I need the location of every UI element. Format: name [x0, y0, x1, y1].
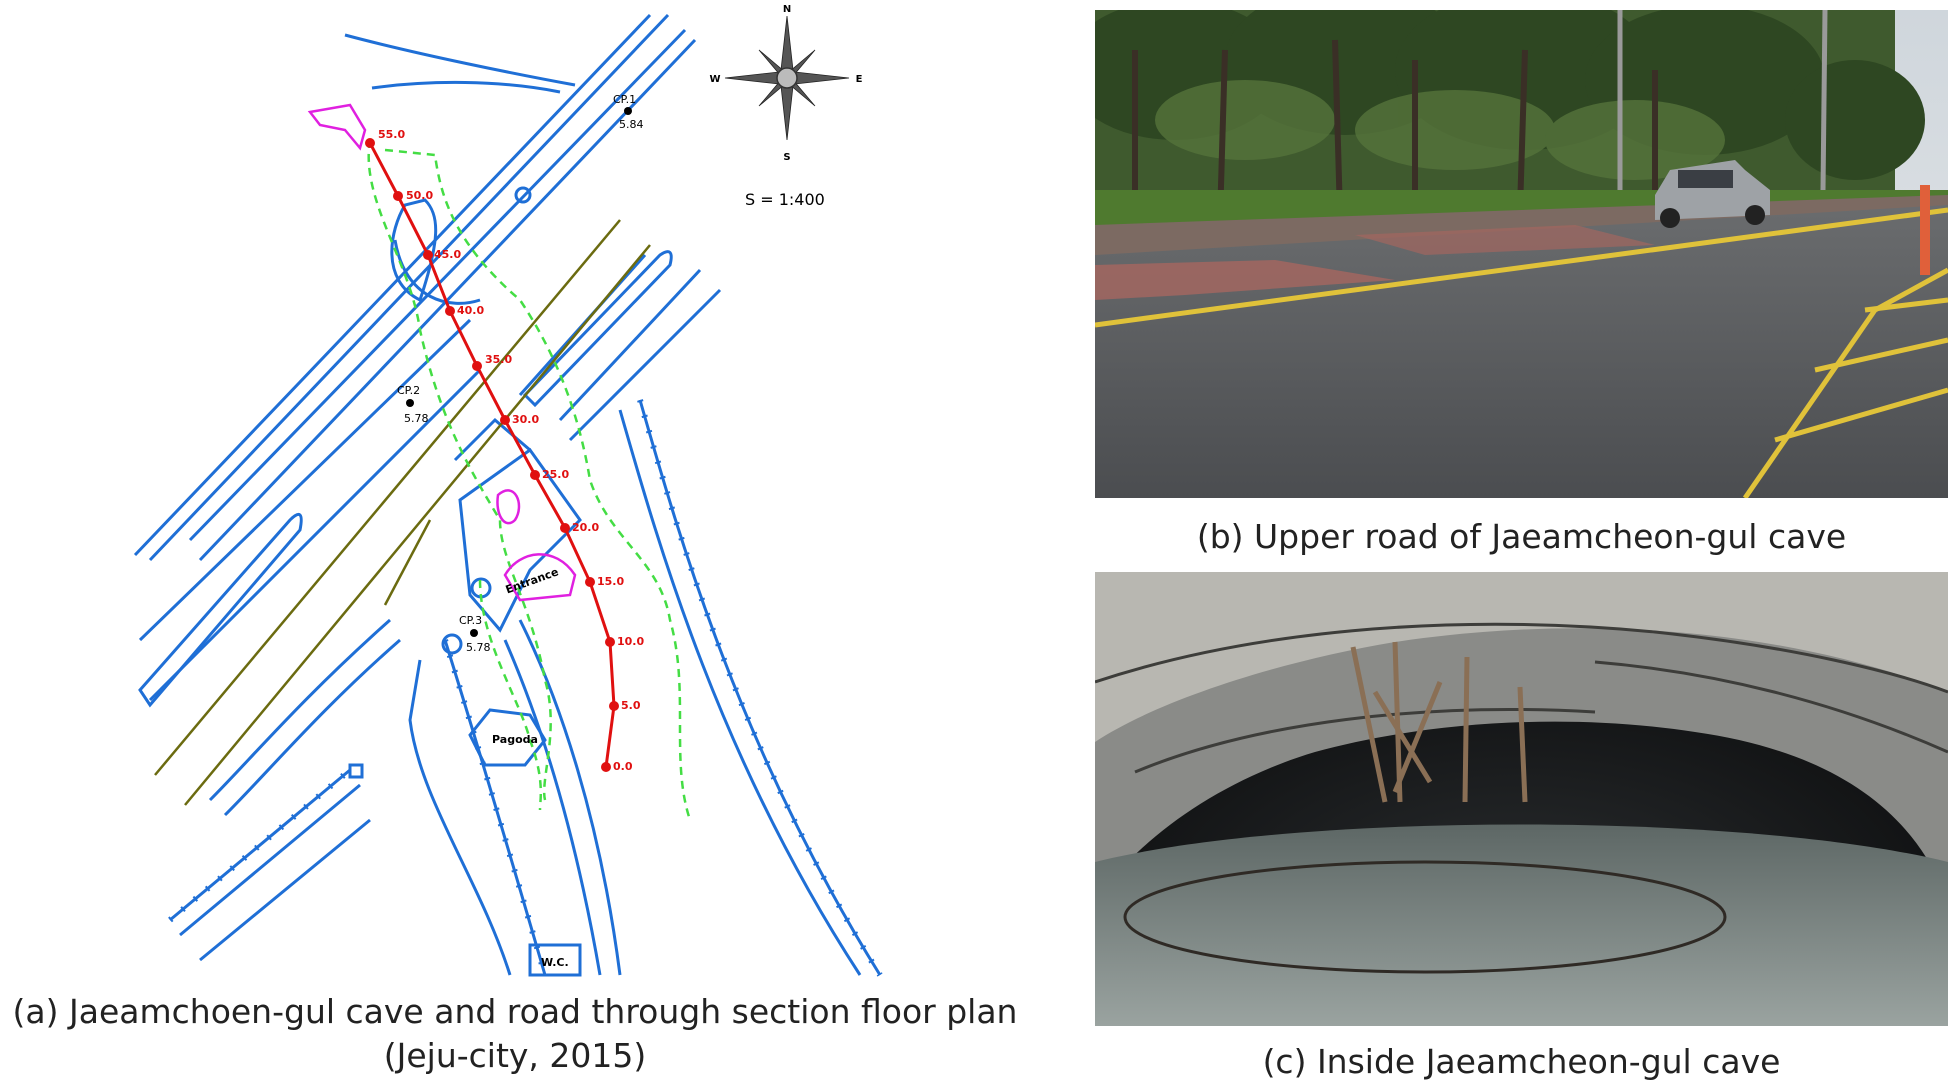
- survey-station-label: 25.0: [542, 468, 569, 481]
- control-point-value: 5.78: [466, 641, 491, 654]
- caption-a-line1: (a) Jaeamchoen-gul cave and road through…: [12, 992, 1018, 1031]
- floor-plan-map: 55.0 50.0 45.0 40.0 35.0 30.0 25.0 20.0 …: [0, 0, 1070, 980]
- car-shape: [1655, 160, 1770, 228]
- survey-station-marker: [423, 250, 433, 260]
- caption-a: (a) Jaeamchoen-gul cave and road through…: [0, 990, 1030, 1078]
- road-boundary-marks: [168, 399, 883, 977]
- survey-station-label: 55.0: [378, 128, 405, 141]
- survey-line: 55.0 50.0 45.0 40.0 35.0 30.0 25.0 20.0 …: [365, 128, 644, 773]
- survey-station-label: 30.0: [512, 413, 539, 426]
- survey-station-marker: [393, 191, 403, 201]
- cave-outline: [367, 139, 692, 821]
- control-point-marker: [470, 629, 478, 637]
- scale-label: S = 1:400: [745, 190, 825, 209]
- control-point-value: 5.78: [404, 412, 429, 425]
- compass-south-label: S: [783, 152, 790, 163]
- survey-station-label: 40.0: [457, 304, 484, 317]
- caption-b: (b) Upper road of Jaeamcheon-gul cave: [1196, 517, 1847, 556]
- wc-label: W.C.: [541, 956, 569, 969]
- control-point-label: CP.2: [397, 384, 420, 397]
- survey-station-marker: [605, 637, 615, 647]
- compass-north-label: N: [783, 4, 791, 15]
- survey-station-marker: [609, 701, 619, 711]
- compass-rose-icon: N S E W: [709, 4, 862, 163]
- control-points: CP.1 5.84 CP.2 5.78 CP.3 5.78: [397, 93, 644, 654]
- road-lines: [133, 13, 882, 977]
- survey-station-marker: [601, 762, 611, 772]
- survey-station-marker: [530, 470, 540, 480]
- survey-station-label: 45.0: [434, 248, 461, 261]
- survey-station-marker: [560, 523, 570, 533]
- compass-east-label: E: [856, 74, 863, 85]
- cave-photo-illustration: [1095, 572, 1948, 1026]
- control-point-marker: [624, 107, 632, 115]
- pagoda-label: Pagoda: [492, 733, 538, 746]
- floor-plan-drawing: 55.0 50.0 45.0 40.0 35.0 30.0 25.0 20.0 …: [133, 4, 883, 977]
- cave-photo: [1095, 572, 1948, 1026]
- survey-station-marker: [445, 306, 455, 316]
- caption-a-line2: (Jeju-city, 2015): [383, 1036, 647, 1075]
- survey-station-label: 20.0: [572, 521, 599, 534]
- section-lines: [154, 219, 651, 806]
- control-point-marker: [406, 399, 414, 407]
- road-photo-illustration: [1095, 10, 1948, 498]
- survey-station-label: 15.0: [597, 575, 624, 588]
- road-photo: [1095, 10, 1948, 498]
- compass-west-label: W: [709, 74, 720, 85]
- survey-station-label: 5.0: [621, 699, 641, 712]
- caption-c: (c) Inside Jaeamcheon-gul cave: [1262, 1042, 1781, 1081]
- survey-station-marker: [472, 361, 482, 371]
- survey-station-label: 35.0: [485, 353, 512, 366]
- survey-station-marker: [365, 138, 375, 148]
- survey-station-marker: [585, 577, 595, 587]
- control-point-label: CP.1: [613, 93, 636, 106]
- control-point-value: 5.84: [619, 118, 644, 131]
- survey-station-label: 50.0: [406, 189, 433, 202]
- survey-station-label: 0.0: [613, 760, 633, 773]
- cave-chambers: [307, 103, 577, 602]
- control-point-label: CP.3: [459, 614, 482, 627]
- survey-station-label: 10.0: [617, 635, 644, 648]
- survey-station-marker: [500, 415, 510, 425]
